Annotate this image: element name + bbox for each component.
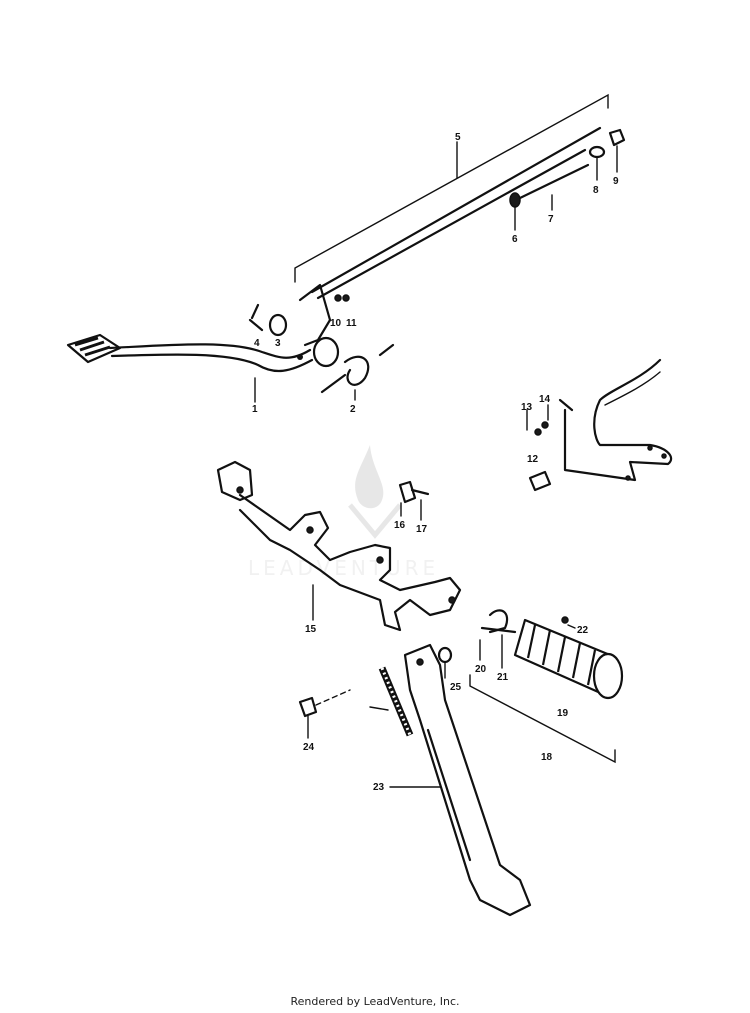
callout-4: 4 — [254, 338, 260, 349]
callout-20: 20 — [475, 664, 487, 675]
callout-21: 21 — [497, 672, 509, 683]
stand-bracket — [216, 460, 462, 632]
callout-12: 12 — [527, 454, 539, 465]
callout-labels: 1 2 3 4 5 6 7 8 9 10 11 12 13 14 15 16 1… — [252, 132, 619, 793]
callout-17: 17 — [416, 524, 428, 535]
callout-11: 11 — [346, 318, 357, 329]
frame-bracket-detail — [526, 358, 673, 492]
footrest — [469, 609, 624, 764]
bracket-bolt — [398, 480, 430, 521]
leadventure-watermark: LEADVENTURE — [248, 445, 439, 580]
callout-16: 16 — [394, 520, 406, 531]
footer-credit: Rendered by LeadVenture, Inc. — [290, 995, 460, 1008]
brake-pedal — [66, 283, 340, 403]
side-stand — [298, 643, 532, 917]
callout-9: 9 — [613, 176, 619, 187]
callout-3: 3 — [275, 338, 281, 349]
callout-25: 25 — [450, 682, 462, 693]
callout-1: 1 — [252, 404, 258, 415]
callout-6: 6 — [512, 234, 518, 245]
callout-10: 10 — [330, 318, 342, 329]
callout-2: 2 — [350, 404, 356, 415]
callout-23: 23 — [373, 782, 385, 793]
callout-13: 13 — [521, 402, 533, 413]
callout-15: 15 — [305, 624, 317, 635]
callout-14: 14 — [539, 394, 551, 405]
callout-19: 19 — [557, 708, 569, 719]
rod-spring — [509, 128, 626, 231]
callout-22: 22 — [577, 625, 589, 636]
watermark-text: LEADVENTURE — [248, 556, 439, 580]
callout-5: 5 — [455, 132, 461, 143]
callout-8: 8 — [593, 185, 599, 196]
callout-18: 18 — [541, 752, 553, 763]
pedal-hardware — [248, 294, 395, 401]
callout-7: 7 — [548, 214, 554, 225]
brake-rod-assembly — [294, 93, 609, 300]
callout-24: 24 — [303, 742, 315, 753]
